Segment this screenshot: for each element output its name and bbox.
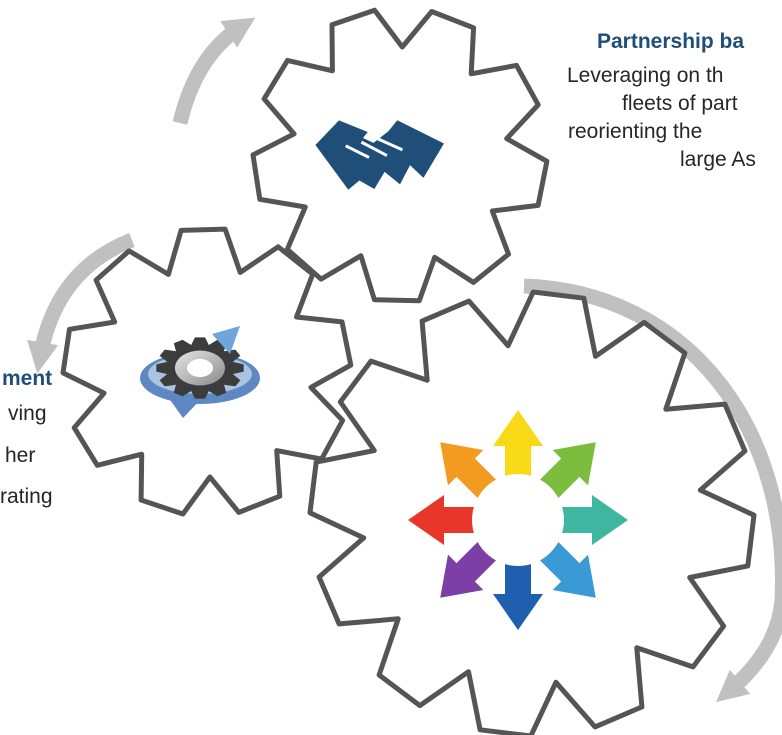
cycle-arrow-left xyxy=(27,233,135,374)
multicolor-arrows-icon xyxy=(408,410,628,630)
left-block-line-1: ving xyxy=(8,402,47,425)
partnership-line-2: fleets of part xyxy=(622,92,738,115)
left-block-line-3: rating xyxy=(0,485,53,508)
handshake-icon xyxy=(315,120,444,190)
cycle-arrow-right xyxy=(523,278,782,600)
radiating-arrow xyxy=(493,410,543,486)
radiating-arrow xyxy=(552,495,628,545)
arrows-hub xyxy=(472,474,564,566)
radiating-arrow xyxy=(408,495,484,545)
partnership-line-1: Leveraging on th xyxy=(567,64,724,87)
partnership-line-3: reorienting the xyxy=(568,120,703,143)
gear-cycle-icon xyxy=(140,326,260,418)
partnership-title: Partnership ba xyxy=(597,30,745,53)
cycle-arrow-top xyxy=(172,17,256,125)
radiating-arrow xyxy=(493,554,543,630)
partnership-line-4: large As xyxy=(680,148,756,171)
left-block-title: ment xyxy=(2,367,53,390)
left-block-line-2: her xyxy=(5,444,36,467)
cycle-arrow-right-tail xyxy=(715,599,782,703)
